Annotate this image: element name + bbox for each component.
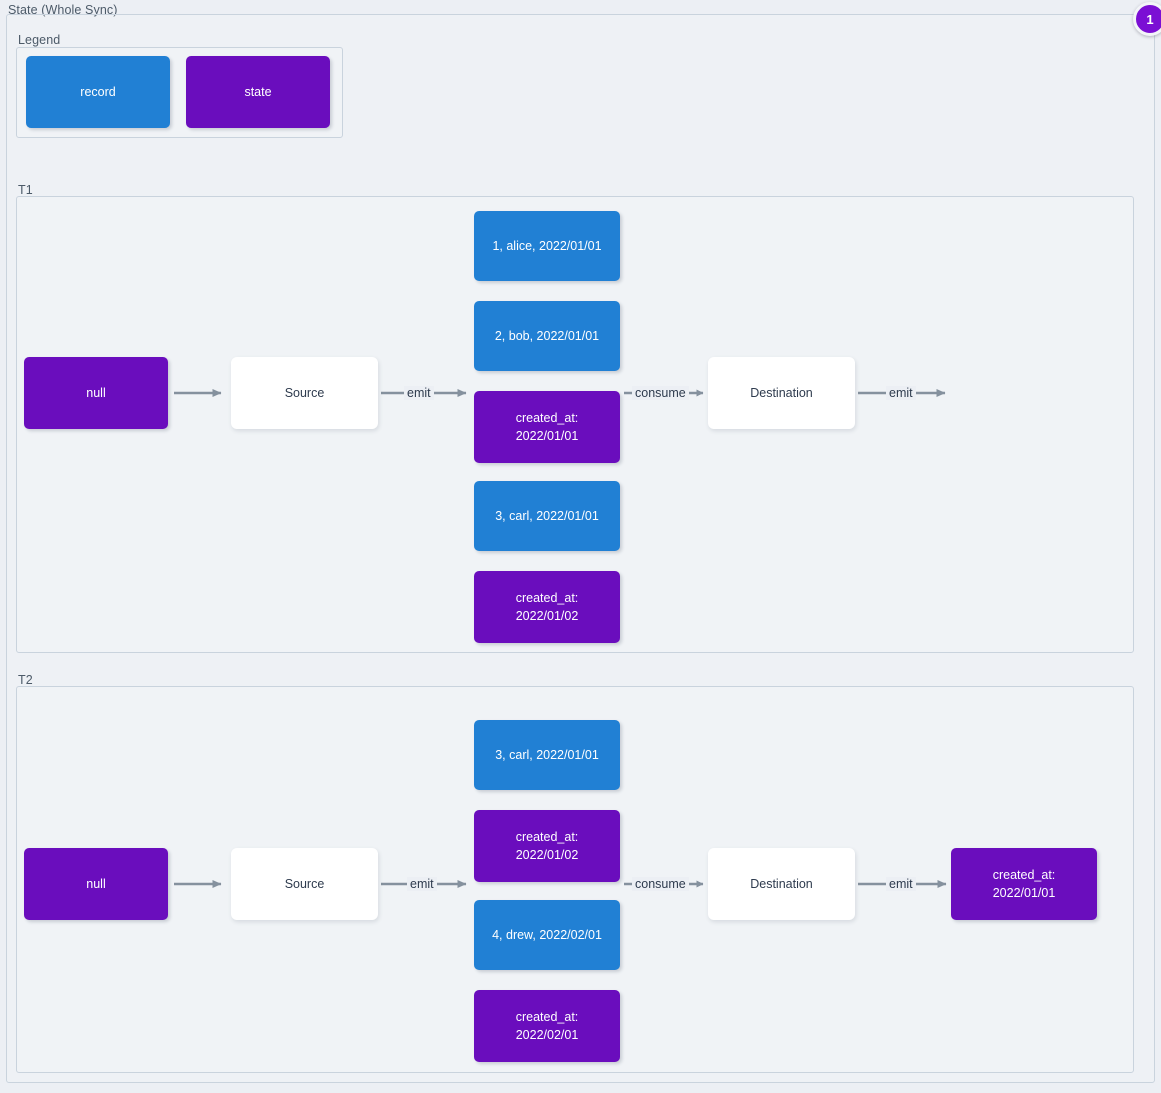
t1-stream-item-1[interactable]: 2, bob, 2022/01/01 bbox=[474, 301, 620, 371]
t1-consume-label: consume bbox=[632, 386, 689, 400]
legend-label-state: state bbox=[244, 84, 272, 99]
status-badge[interactable]: 1 bbox=[1133, 2, 1161, 36]
t2-input-state-node[interactable]: null bbox=[24, 848, 168, 920]
legend-swatch-record: record bbox=[26, 56, 170, 128]
t1-input-state-node[interactable]: null bbox=[24, 357, 168, 429]
t2-consume-label: consume bbox=[632, 877, 689, 891]
t1-input-state-label: null bbox=[86, 385, 106, 400]
t1-stream-label-0: 1, alice, 2022/01/01 bbox=[492, 238, 602, 253]
t1-stream-item-2[interactable]: created_at:2022/01/01 bbox=[474, 391, 620, 463]
legend-items: record state bbox=[26, 56, 330, 128]
t2-emit-label: emit bbox=[407, 877, 437, 891]
t2-input-state-label: null bbox=[86, 876, 106, 891]
t1-stream-label-2: created_at:2022/01/01 bbox=[515, 410, 579, 443]
t1-stream-label-1: 2, bob, 2022/01/01 bbox=[494, 328, 600, 343]
t1-stream-label-4: created_at:2022/01/02 bbox=[515, 590, 579, 623]
t1-out-emit-label: emit bbox=[886, 386, 916, 400]
t2-source-node[interactable]: Source bbox=[231, 848, 378, 920]
t2-stream-label-1: created_at:2022/01/02 bbox=[515, 829, 579, 862]
section-label-t2: T2 bbox=[18, 673, 33, 687]
t2-output-state-node[interactable]: created_at:2022/01/01 bbox=[951, 848, 1097, 920]
legend-swatch-state: state bbox=[186, 56, 330, 128]
legend-label-record: record bbox=[80, 84, 116, 99]
t2-source-label: Source bbox=[284, 876, 325, 891]
t1-emit-label: emit bbox=[404, 386, 434, 400]
t2-stream-label-3: created_at:2022/02/01 bbox=[515, 1009, 579, 1042]
legend-title: Legend bbox=[18, 33, 61, 47]
t1-destination-label: Destination bbox=[750, 385, 813, 400]
t2-destination-label: Destination bbox=[750, 876, 813, 891]
t1-destination-node[interactable]: Destination bbox=[708, 357, 855, 429]
diagram-title: State (Whole Sync) bbox=[8, 3, 118, 17]
t2-stream-label-2: 4, drew, 2022/02/01 bbox=[492, 927, 602, 942]
t2-stream-item-2[interactable]: 4, drew, 2022/02/01 bbox=[474, 900, 620, 970]
t1-stream-item-0[interactable]: 1, alice, 2022/01/01 bbox=[474, 211, 620, 281]
t2-stream-item-1[interactable]: created_at:2022/01/02 bbox=[474, 810, 620, 882]
t2-output-state-label: created_at:2022/01/01 bbox=[992, 867, 1056, 900]
section-label-t1: T1 bbox=[18, 183, 33, 197]
t2-destination-node[interactable]: Destination bbox=[708, 848, 855, 920]
t1-source-node[interactable]: Source bbox=[231, 357, 378, 429]
t1-stream-item-3[interactable]: 3, carl, 2022/01/01 bbox=[474, 481, 620, 551]
t2-stream-item-3[interactable]: created_at:2022/02/01 bbox=[474, 990, 620, 1062]
t2-stream-item-0[interactable]: 3, carl, 2022/01/01 bbox=[474, 720, 620, 790]
t1-stream-label-3: 3, carl, 2022/01/01 bbox=[495, 508, 599, 523]
t2-out-emit-label: emit bbox=[886, 877, 916, 891]
t1-stream-item-4[interactable]: created_at:2022/01/02 bbox=[474, 571, 620, 643]
t1-source-label: Source bbox=[284, 385, 325, 400]
t2-stream-label-0: 3, carl, 2022/01/01 bbox=[495, 747, 599, 762]
